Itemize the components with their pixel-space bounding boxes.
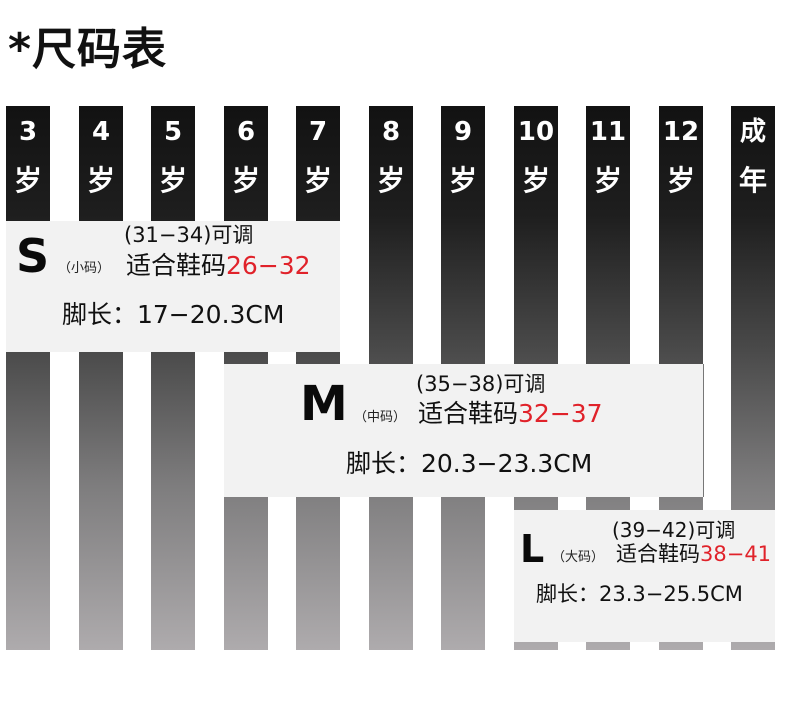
age-unit: 岁 (86, 164, 115, 197)
size-panel-m: M （中码） (35−38)可调 适合鞋码32−37 脚长：20.3−23.3C… (224, 364, 704, 497)
age-unit: 岁 (13, 164, 42, 197)
adjustable-range: (35−38)可调 (416, 372, 546, 396)
adjustable-range: (31−34)可调 (124, 223, 254, 247)
foot-length: 脚长：17−20.3CM (62, 300, 285, 329)
age-unit: 岁 (593, 164, 622, 197)
age-number: 11 (589, 117, 627, 147)
age-number: 9 (453, 117, 473, 147)
age-unit: 岁 (303, 164, 332, 197)
age-number: 成 (739, 117, 766, 147)
adjustable-range: (39−42)可调 (612, 518, 736, 542)
age-number: 3 (18, 117, 38, 147)
size-letter: S (16, 229, 50, 283)
age-number: 7 (308, 117, 328, 147)
age-unit: 岁 (448, 164, 477, 197)
age-number: 8 (381, 117, 401, 147)
age-unit: 岁 (158, 164, 187, 197)
fit-shoe-size: 适合鞋码32−37 (418, 394, 603, 430)
fit-prefix: 适合鞋码 (126, 251, 227, 280)
size-label: （大码） (552, 550, 605, 565)
age-unit: 岁 (376, 164, 405, 197)
age-unit: 岁 (231, 164, 260, 197)
age-number: 10 (517, 117, 555, 147)
size-letter: M (300, 376, 348, 432)
foot-length: 脚长：23.3−25.5CM (536, 582, 743, 606)
fit-range: 26−32 (226, 251, 311, 280)
age-unit: 年 (738, 164, 767, 197)
foot-length: 脚长：20.3−23.3CM (346, 449, 593, 478)
size-panel-l: L （大码） (39−42)可调 适合鞋码38−41 脚长：23.3−25.5C… (514, 510, 775, 642)
age-unit: 岁 (666, 164, 695, 197)
size-label: （小码） (58, 261, 111, 276)
fit-shoe-size: 适合鞋码26−32 (126, 246, 311, 282)
age-number: 6 (236, 117, 256, 147)
age-number: 4 (91, 117, 111, 147)
fit-prefix: 适合鞋码 (418, 399, 519, 428)
fit-range: 32−37 (518, 399, 603, 428)
size-letter: L (520, 527, 545, 571)
age-unit: 岁 (521, 164, 550, 197)
size-label: （中码） (354, 410, 407, 425)
fit-prefix: 适合鞋码 (616, 542, 700, 566)
age-number: 5 (163, 117, 183, 147)
age-number: 12 (662, 117, 700, 147)
size-panel-s: S （小码） (31−34)可调 适合鞋码26−32 脚长：17−20.3CM (6, 221, 340, 352)
fit-range: 38−41 (700, 542, 772, 566)
fit-shoe-size: 适合鞋码38−41 (616, 538, 771, 568)
page-title: *尺码表 (8, 24, 168, 75)
